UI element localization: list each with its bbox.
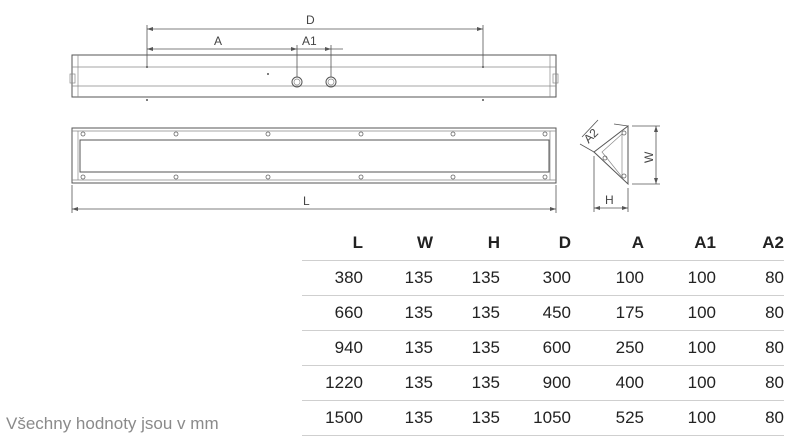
table-cell: 135 (363, 295, 433, 331)
table-cell: 100 (644, 330, 716, 366)
cable-gland-1 (291, 76, 303, 88)
table-cell: 135 (433, 260, 500, 296)
table-row: 1220 135 135 900 400 100 80 (302, 365, 784, 401)
dim-label-d: D (306, 13, 315, 27)
table-cell: 80 (716, 295, 784, 331)
table-cell: 135 (433, 330, 500, 366)
table-cell: 135 (363, 260, 433, 296)
table-cell: 80 (716, 400, 784, 436)
table-cell: 300 (500, 260, 571, 296)
table-header: A (631, 233, 644, 252)
table-row: 1500 135 135 1050 525 100 80 (302, 400, 784, 436)
table-cell: 175 (571, 295, 644, 331)
table-cell: 100 (644, 260, 716, 296)
table-cell: 1050 (500, 400, 571, 436)
table-cell: 525 (571, 400, 644, 436)
table-cell: 450 (500, 295, 571, 331)
table-cell: 80 (716, 365, 784, 401)
table-header: W (416, 233, 433, 252)
table-cell: 80 (716, 260, 784, 296)
table-row: 660 135 135 450 175 100 80 (302, 295, 784, 331)
table-cell: 1220 (302, 365, 363, 401)
table-header: D (558, 233, 571, 252)
table-cell: 940 (302, 330, 363, 366)
cable-gland-2 (325, 76, 337, 88)
table-header: L (352, 233, 363, 252)
table-header: A1 (694, 233, 716, 252)
dimensions-table: L W H D A A1 A2 380 135 135 300 100 100 … (302, 226, 784, 436)
table-cell: 135 (363, 365, 433, 401)
table-cell: 1500 (302, 400, 363, 436)
table-cell: 135 (363, 400, 433, 436)
top-view: D A A1 (69, 13, 559, 101)
table-cell: 100 (571, 260, 644, 296)
table-row: 940 135 135 600 250 100 80 (302, 330, 784, 366)
side-view: W H A2 (579, 119, 660, 212)
table-header: H (487, 233, 500, 252)
dim-label-w: W (642, 151, 656, 163)
table-cell: 900 (500, 365, 571, 401)
table-header: A2 (762, 233, 784, 252)
table-cell: 400 (571, 365, 644, 401)
table-cell: 135 (433, 400, 500, 436)
table-cell: 135 (433, 295, 500, 331)
dim-label-a: A (214, 34, 222, 48)
dim-label-a1: A1 (302, 34, 317, 48)
table-row: 380 135 135 300 100 100 80 (302, 260, 784, 296)
table-cell: 600 (500, 330, 571, 366)
table-cell: 660 (302, 295, 363, 331)
table-header-row: L W H D A A1 A2 (302, 226, 784, 261)
table-cell: 80 (716, 330, 784, 366)
table-cell: 100 (644, 365, 716, 401)
dim-label-h: H (605, 193, 614, 207)
table-cell: 100 (644, 400, 716, 436)
front-view: L (71, 127, 557, 213)
dim-label-l: L (303, 194, 310, 208)
table-cell: 135 (433, 365, 500, 401)
table-cell: 100 (644, 295, 716, 331)
units-note: Všechny hodnoty jsou v mm (6, 414, 219, 433)
table-cell: 250 (571, 330, 644, 366)
technical-drawing: D A A1 L (69, 13, 660, 213)
table-cell: 135 (363, 330, 433, 366)
dim-label-a2: A2 (581, 126, 602, 147)
table-cell: 380 (302, 260, 363, 296)
